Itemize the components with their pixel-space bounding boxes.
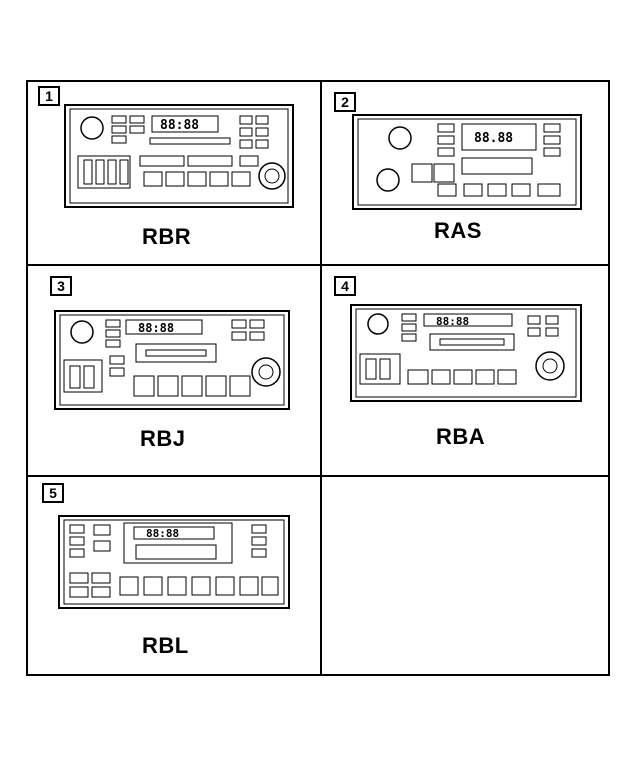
display-digits: 88:88	[146, 527, 179, 540]
grid-divider-1	[28, 264, 608, 266]
display-digits: 88:88	[160, 118, 199, 133]
model-label: RBL	[142, 633, 189, 658]
panel-number: 2	[334, 92, 356, 112]
panel-number: 1	[38, 86, 60, 106]
display-digits: 88:88	[138, 321, 174, 335]
model-label: RAS	[434, 218, 482, 243]
radio-illustration-rbr: 88:88	[64, 104, 294, 208]
panel-empty	[322, 477, 612, 676]
panel-1: 1 88:88	[28, 82, 320, 264]
panel-number: 4	[334, 276, 356, 296]
radio-illustration-rba: 88:88	[350, 304, 582, 402]
model-label: RBJ	[140, 426, 186, 451]
panel-3: 3 88:88	[28, 266, 320, 475]
panel-number: 3	[50, 276, 72, 296]
panel-number: 5	[42, 483, 64, 503]
model-label: RBR	[142, 224, 192, 249]
display-digits: 88.88	[474, 131, 513, 146]
model-label: RBA	[436, 424, 486, 449]
grid-vertical-divider	[320, 82, 322, 674]
panel-5: 5 88:88	[28, 477, 320, 676]
radio-illustration-rbj: 88:88	[54, 310, 290, 410]
radio-illustration-ras: 88.88	[352, 114, 582, 210]
radio-illustration-rbl: 88:88	[58, 515, 290, 609]
display-digits: 88:88	[436, 315, 469, 328]
panel-4: 4 88:88	[322, 266, 612, 475]
panel-2: 2 88.88	[322, 82, 612, 264]
grid-divider-2	[28, 475, 608, 477]
parts-grid: 1 88:88	[26, 80, 610, 676]
